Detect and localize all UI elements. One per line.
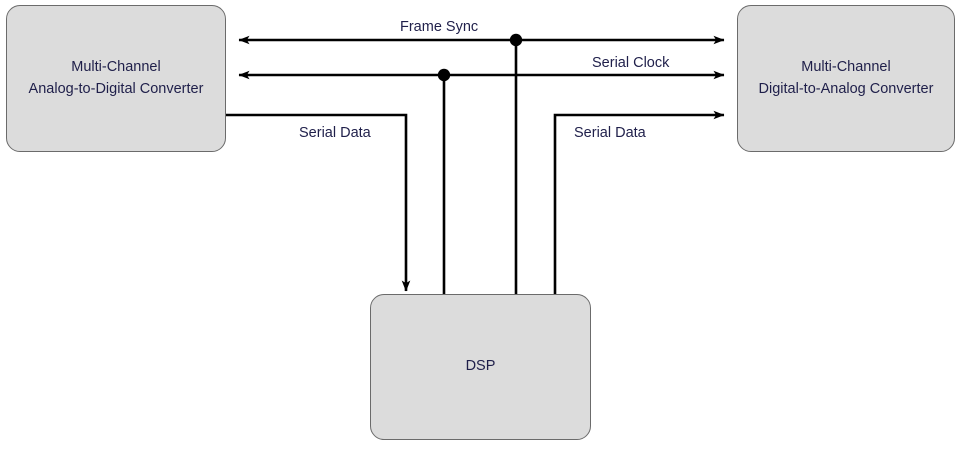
block-analog-to-digital-converter[interactable]: Multi-Channel Analog-to-Digital Converte… bbox=[6, 5, 226, 152]
block-label-dsp: DSP bbox=[465, 358, 496, 375]
wire-serial-data-dsp-to-dac bbox=[553, 110, 725, 294]
wire-serial-data-adc-to-dsp bbox=[226, 113, 411, 292]
wire-label-frame-sync: Frame Sync bbox=[400, 19, 479, 35]
serial-clock-junction-dot bbox=[437, 68, 451, 82]
block-dsp[interactable]: DSP bbox=[370, 294, 591, 440]
wire-label-serial-clock: Serial Clock bbox=[592, 55, 670, 71]
wire-label-serial-data-dac: Serial Data bbox=[574, 125, 646, 141]
frame-sync-junction-dot bbox=[509, 33, 523, 47]
block-label-adc: Multi-Channel Analog-to-Digital Converte… bbox=[28, 59, 204, 97]
block-label-dac: Multi-Channel Digital-to-Analog Converte… bbox=[758, 59, 934, 97]
block-digital-to-analog-converter[interactable]: Multi-Channel Digital-to-Analog Converte… bbox=[737, 5, 955, 152]
wire-label-serial-data-adc: Serial Data bbox=[299, 125, 371, 141]
